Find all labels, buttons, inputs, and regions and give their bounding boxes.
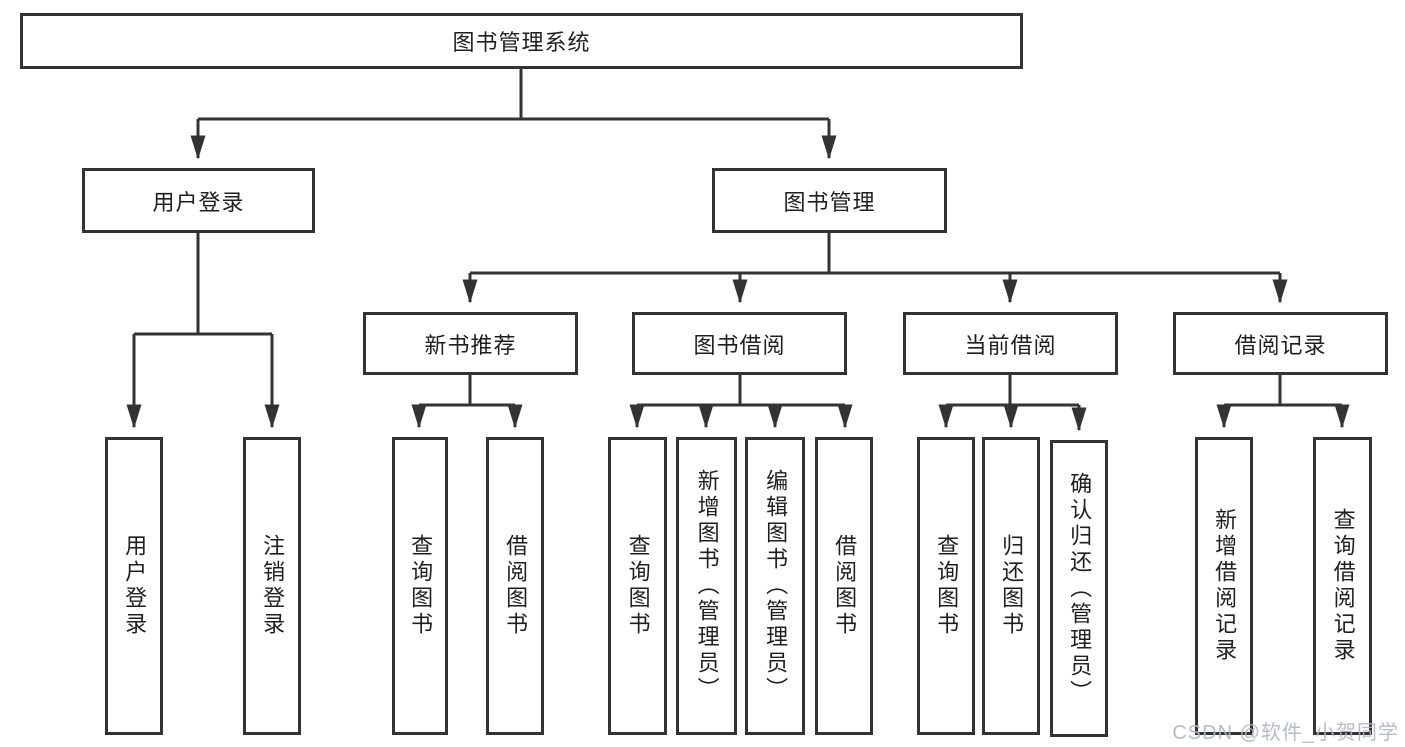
- node-user-login: 用户登录: [82, 168, 315, 233]
- leaf-logout: 注销登录: [243, 437, 301, 735]
- leaf-return-book: 归还图书: [982, 437, 1040, 735]
- leaf-add-borrow-record: 新增借阅记录: [1195, 437, 1253, 735]
- node-library-management-system: 图书管理系统: [20, 13, 1023, 69]
- leaf-query-book-recommend: 查询图书: [392, 437, 448, 735]
- leaf-confirm-return-admin: 确认归还（管理员）: [1050, 440, 1108, 737]
- node-book-borrowing: 图书借阅: [632, 312, 847, 375]
- leaf-user-login: 用户登录: [105, 437, 163, 735]
- node-current-borrowing: 当前借阅: [903, 312, 1118, 375]
- leaf-add-book-admin: 新增图书（管理员）: [676, 437, 737, 735]
- node-new-book-recommend: 新书推荐: [363, 312, 578, 375]
- leaf-query-borrow-record: 查询借阅记录: [1313, 437, 1372, 735]
- leaf-query-book-borrowing: 查询图书: [608, 437, 667, 735]
- node-borrowing-records: 借阅记录: [1173, 312, 1388, 375]
- leaf-edit-book-admin: 编辑图书（管理员）: [745, 437, 805, 735]
- leaf-query-book-current: 查询图书: [917, 437, 975, 735]
- leaf-borrow-book-recommend: 借阅图书: [486, 437, 544, 735]
- csdn-watermark: CSDN @软件_小贺同学: [1172, 722, 1399, 744]
- leaf-borrow-book-borrowing: 借阅图书: [815, 437, 873, 735]
- node-book-management: 图书管理: [712, 168, 947, 233]
